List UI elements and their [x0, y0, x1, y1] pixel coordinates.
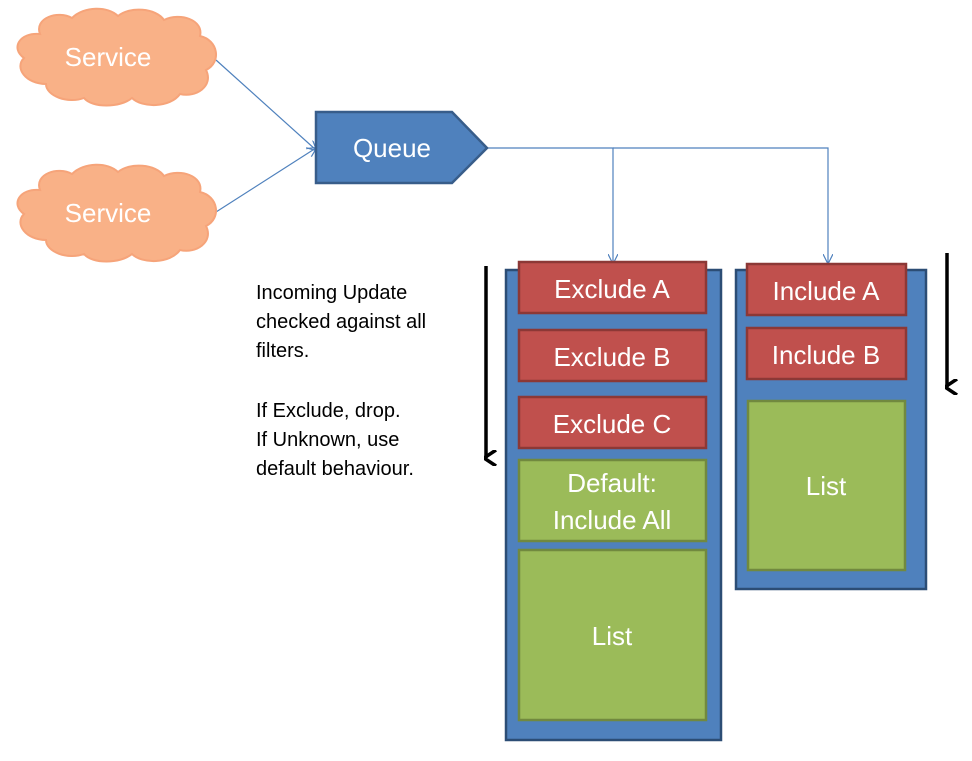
include-b-label: Include B: [772, 340, 880, 370]
exclude-list-box: [517, 548, 708, 722]
default-include-all-box: [517, 458, 708, 543]
queue-shape: Queue: [314, 110, 489, 185]
filter-explanation-note: Incoming Update checked against all filt…: [256, 282, 426, 480]
note-line: default behaviour.: [256, 458, 414, 480]
default-label-line-1: Default:: [567, 468, 657, 498]
include-list-label: List: [806, 471, 847, 501]
service-cloud-1: Service: [16, 7, 217, 107]
include-b-box: [745, 326, 908, 381]
service-2-to-queue-connector: [215, 148, 316, 213]
note-line: If Unknown, use: [256, 429, 399, 451]
service-1-label: Service: [65, 42, 152, 72]
exclude-b-label: Exclude B: [553, 342, 670, 372]
default-label-line-2: Include All: [553, 505, 672, 535]
note-line: filters.: [256, 340, 309, 362]
include-a-box: [745, 262, 908, 317]
include-list-box: [746, 399, 907, 572]
exclude-c-label: Exclude C: [553, 409, 672, 439]
note-line: If Exclude, drop.: [256, 400, 401, 422]
service-2-label: Service: [65, 198, 152, 228]
exclude-c-box: [517, 395, 708, 450]
exclude-b-box: [517, 328, 708, 383]
queue-to-include-connector: [613, 147, 828, 263]
note-line: Incoming Update: [256, 282, 407, 304]
queue-label: Queue: [353, 133, 431, 163]
service-1-to-queue-connector: [215, 59, 316, 150]
queue-to-exclude-connector: [487, 147, 613, 263]
note-line: checked against all: [256, 311, 426, 333]
exclude-filter-stack: Exclude A Exclude B Exclude C Default: I…: [504, 260, 723, 742]
service-cloud-2: Service: [16, 163, 217, 263]
include-filter-stack: Include A Include B List: [734, 262, 928, 591]
exclude-list-label: List: [592, 621, 633, 651]
exclude-a-label: Exclude A: [554, 274, 670, 304]
include-a-label: Include A: [773, 276, 881, 306]
exclude-a-box: [517, 260, 708, 315]
